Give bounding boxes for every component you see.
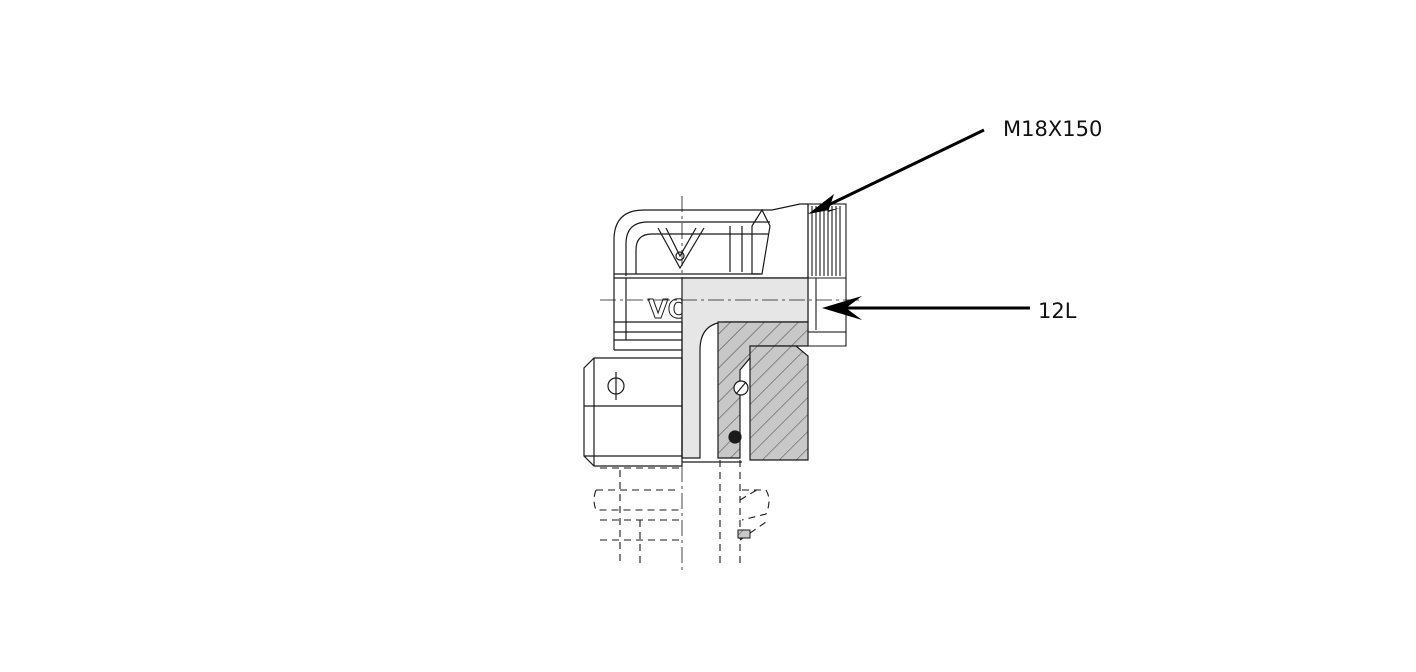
tube-phantom [593,460,770,564]
tube-seal [737,529,751,539]
leader-size [822,296,1030,320]
leader-thread [808,128,985,214]
callout-thread-label: M18X150 [1003,117,1103,141]
callout-size-label: 12L [1038,299,1077,323]
section-view [681,277,809,461]
center-lines [600,196,860,570]
